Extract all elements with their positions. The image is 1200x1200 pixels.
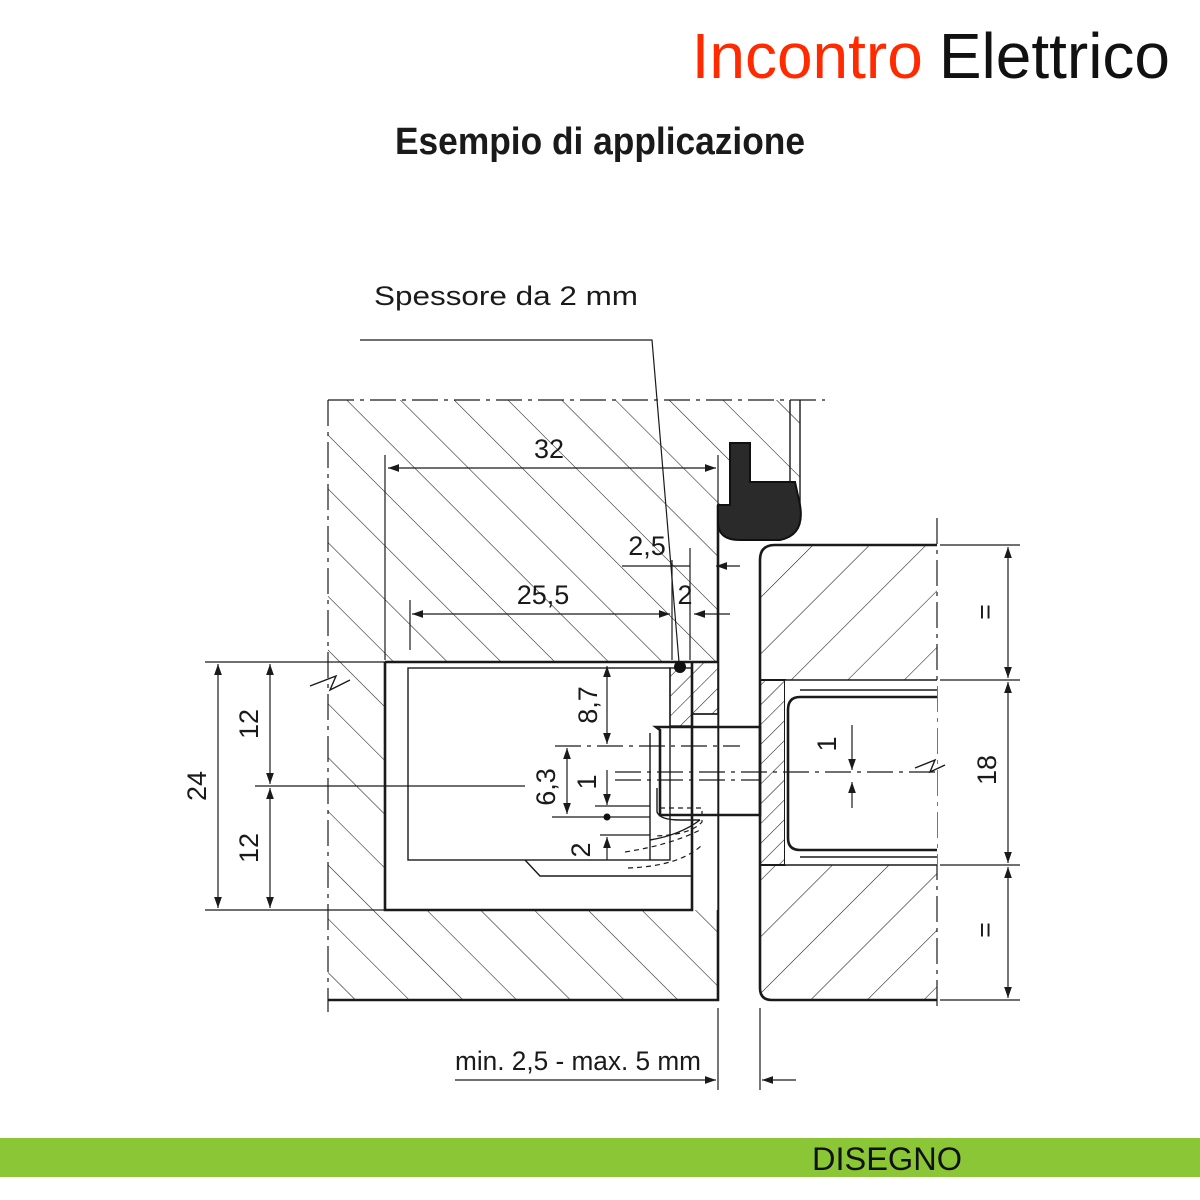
dim-equal-bottom: = bbox=[970, 922, 1000, 938]
dim-2-5: 2,5 bbox=[628, 531, 666, 561]
dim-24: 24 bbox=[182, 771, 212, 801]
footer-band bbox=[0, 1138, 1200, 1177]
callout-thickness: Spessore da 2 mm bbox=[374, 281, 638, 311]
subtitle: Esempio di applicazione bbox=[395, 121, 805, 163]
door-seal bbox=[717, 442, 802, 541]
dimension-lines bbox=[205, 339, 1020, 1090]
footer-label: DISEGNO bbox=[812, 1141, 962, 1177]
title-elettrico: Elettrico bbox=[939, 20, 1170, 92]
dim-12-bottom: 12 bbox=[234, 833, 264, 863]
dim-32: 32 bbox=[534, 434, 564, 464]
dim-18: 18 bbox=[972, 755, 1002, 785]
door-section bbox=[758, 518, 946, 1012]
dim-6-3: 6,3 bbox=[531, 768, 561, 806]
dim-gap: min. 2,5 - max. 5 mm bbox=[455, 1046, 701, 1076]
dim-2-top: 2 bbox=[677, 580, 692, 610]
dim-2-bottom: 2 bbox=[566, 842, 596, 857]
title-incontro: Incontro bbox=[692, 20, 923, 92]
dim-1-left: 1 bbox=[572, 774, 602, 789]
dim-25-5: 25,5 bbox=[517, 580, 570, 610]
dim-1-right: 1 bbox=[812, 736, 842, 751]
dim-12-top: 12 bbox=[234, 709, 264, 739]
dim-equal-top: = bbox=[970, 604, 1000, 620]
dim-8-7: 8,7 bbox=[573, 686, 603, 724]
